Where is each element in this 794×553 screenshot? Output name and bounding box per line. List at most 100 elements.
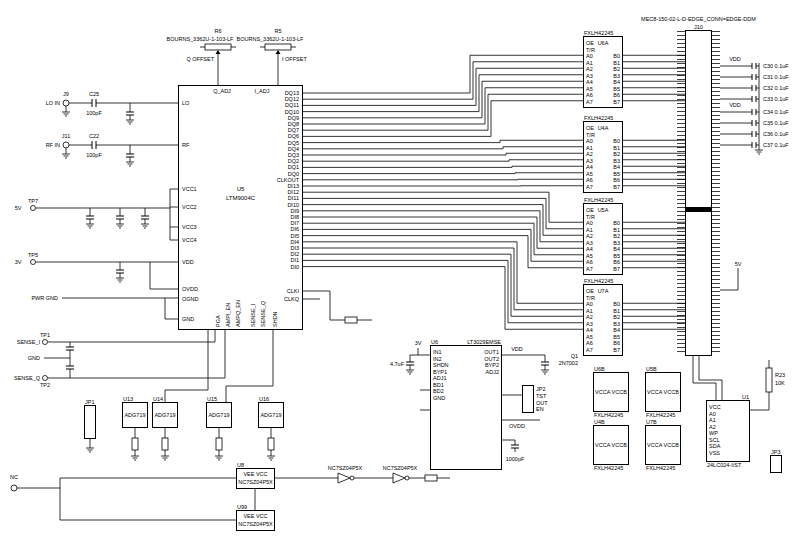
resistor-body	[345, 317, 357, 323]
wire-line	[303, 101, 583, 137]
reference-designator: TP2	[40, 382, 50, 389]
node-text: J10	[694, 24, 703, 31]
net-name: 3V	[415, 340, 422, 347]
bus-wire	[303, 140, 583, 186]
net-name: GND	[28, 355, 40, 362]
capacitor-label: C30 0.1uF	[763, 63, 789, 70]
buffer-chip: FXLH42245U7AOE T/R A0 A1 A2 A3 A4 A5 A6 …	[583, 284, 623, 356]
node-text: ADG719	[260, 412, 281, 419]
signal-name: LO IN	[46, 100, 60, 107]
part-number: NC7SZ04P5X	[328, 465, 363, 472]
logic-chip: U8VEE VCCNC7SZ04P5X	[236, 468, 275, 489]
node-text: U99	[237, 504, 247, 511]
reference-designator: Q1	[571, 353, 578, 360]
signal-name: I OFFSET	[282, 56, 307, 63]
capacitor-label: C37 0.1uF	[763, 142, 789, 149]
pin-name: LO	[182, 100, 189, 107]
pin-name: Q_ADJ	[213, 88, 231, 95]
component-value: 4.7uF	[390, 361, 404, 368]
signal-name: RF IN	[46, 142, 60, 149]
net-name: VDD	[729, 102, 741, 109]
buffer-chip: U5BVCCA VCCBFXLH42245	[645, 372, 681, 412]
wire-line	[699, 356, 722, 400]
switch-chip: U15ADG719	[206, 402, 232, 428]
pin-name: DI0	[290, 264, 299, 271]
node-text: OUT1 OUT2 BYP2 ADJ2	[484, 349, 499, 375]
wire-line	[623, 87, 685, 88]
wire-line	[303, 62, 583, 99]
signal-name: SENSE_Q	[14, 375, 40, 382]
node-text: FXLH42245	[584, 115, 613, 122]
node-text: U5B	[646, 366, 657, 373]
wire-line	[303, 172, 583, 174]
net-name: PWR GND	[31, 295, 58, 302]
jumper-header: JP1	[84, 405, 96, 439]
jumper-header: JP2TST OUT EN	[522, 385, 534, 413]
wire-line	[623, 185, 685, 186]
wire-line	[303, 55, 583, 93]
node-text: U8	[237, 462, 244, 469]
node-text: NC7SZ04P5X	[238, 479, 273, 486]
wire-line	[623, 309, 685, 310]
node-text: U6B	[594, 366, 605, 373]
test-point-ring	[43, 340, 48, 345]
bus-wire	[623, 303, 685, 329]
resistor-body	[425, 475, 437, 481]
wire-line	[623, 68, 685, 69]
wire-line	[303, 229, 583, 261]
wire-line	[226, 330, 273, 402]
node-text: VCCA VCCB	[647, 442, 679, 449]
logic-chip: U99VEE VCCNC7SZ04P5X	[236, 510, 275, 531]
capacitor-label: C32 0.1uF	[763, 85, 789, 92]
reference-designator: C22	[89, 133, 99, 140]
wire-line	[623, 140, 685, 141]
node-text: OE T/R A0 A1 A2 A3 A4 A5 A6 A7	[586, 288, 595, 353]
node-text: U5	[237, 186, 245, 193]
node-text: LTM9004C	[226, 195, 255, 202]
wire-line	[623, 74, 685, 75]
node-text: ADG719	[208, 412, 229, 419]
resistor-body	[216, 438, 222, 450]
node-text: VCCA VCCB	[595, 389, 627, 396]
reference-designator: TP5	[28, 252, 38, 259]
wire-line	[623, 241, 685, 242]
wire-line	[303, 223, 583, 255]
reference-designator: TP1	[40, 332, 50, 339]
resistor-body	[766, 368, 772, 392]
part-number: 2N7002	[559, 360, 578, 367]
node-text: U13	[123, 396, 133, 403]
wire-line	[303, 236, 583, 268]
reference-designator: R6	[214, 28, 221, 35]
pin-name: I_ADJ	[255, 88, 270, 95]
wire-line	[623, 94, 685, 95]
inverter-bubble	[405, 476, 409, 480]
node-text: VCCA VCCB	[595, 442, 627, 449]
ground-symbol	[62, 112, 763, 460]
bus-wire	[502, 395, 522, 396]
node-text: IN1 IN2 SHDN BYP1 ADJ1 BD1 BD2 GND	[433, 349, 449, 401]
part-number: NC7SZ04P5X	[383, 465, 418, 472]
node-text: FXLH42245	[584, 30, 613, 37]
node-text: JP3	[771, 449, 780, 456]
node-text: OE T/R A0 A1 A2 A3 A4 A5 A6 A7	[586, 40, 595, 105]
pin-name: VDD	[182, 259, 194, 266]
resistor-symbol	[132, 44, 772, 481]
wire-line	[303, 147, 583, 149]
resistor-body	[268, 438, 274, 450]
wire-line	[255, 489, 256, 510]
node-text: LT3029EMSE	[467, 339, 501, 346]
regulator-chip: U6LT3029EMSEIN1 IN2 SHDN BYP1 ADJ1 BD1 B…	[430, 345, 502, 470]
wire-line	[623, 153, 685, 154]
node-text: 24LC024-I/ST	[707, 462, 741, 469]
node-text: FXLH42245	[646, 412, 675, 419]
wire-line	[623, 235, 685, 236]
wire-line	[165, 330, 208, 402]
pin-name: PGA	[215, 315, 222, 327]
capacitor-label: C31 0.1uF	[763, 74, 789, 81]
component-value: 1000pF	[506, 456, 525, 463]
net-name: OVDD	[509, 423, 525, 430]
bus-wire	[623, 140, 685, 186]
wire-line	[303, 179, 583, 181]
node-text: B0 B1 B2 B3 B4 B5 B6 B7	[613, 220, 620, 272]
